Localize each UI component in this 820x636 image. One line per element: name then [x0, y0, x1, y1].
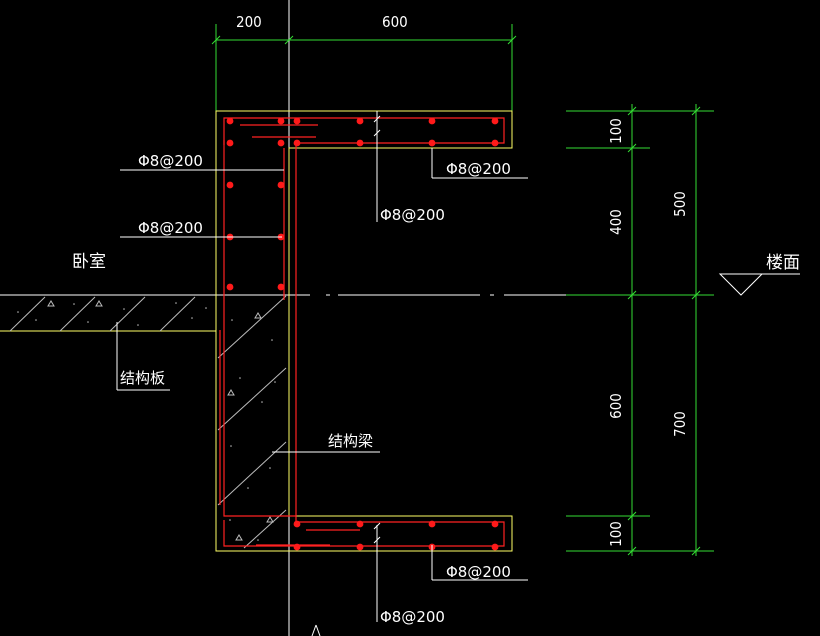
- bedroom-label: 卧室: [72, 252, 106, 272]
- dim-top-left: 200: [236, 13, 262, 31]
- rebar-dots: [226, 117, 499, 551]
- rebar-label-top-right: Φ8@200: [446, 160, 511, 178]
- dim-right-700: 700: [671, 411, 689, 437]
- rebar-label-top-center: Φ8@200: [380, 206, 445, 224]
- structural-slab-label: 结构板: [120, 369, 165, 387]
- beam-hatch: [217, 295, 287, 549]
- dim-right-500: 500: [671, 191, 689, 217]
- beam-outline: [215, 110, 513, 552]
- top-dimension: [211, 24, 517, 112]
- level-marker-icon: [718, 273, 764, 296]
- rebar-stirrup: [219, 117, 505, 547]
- rebar-label-left-upper: Φ8@200: [138, 152, 203, 170]
- structural-beam-label: 结构梁: [328, 432, 373, 450]
- rebar-label-left-middle: Φ8@200: [138, 219, 203, 237]
- dim-right-100-bottom: 100: [607, 521, 625, 547]
- dim-right-400: 400: [607, 209, 625, 235]
- floor-level-label: 楼面: [766, 253, 800, 273]
- dim-right-600: 600: [607, 393, 625, 419]
- beam-hatch-marks: [227, 312, 274, 541]
- leader-ticks: [373, 115, 381, 544]
- leader-lines: [116, 111, 528, 636]
- rebar-label-bottom-center: Φ8@200: [380, 608, 445, 626]
- beam-hatch-dots: [229, 319, 276, 541]
- right-dimension: [566, 104, 714, 556]
- structural-slab: [0, 296, 216, 332]
- rebar-label-bottom-right: Φ8@200: [446, 563, 511, 581]
- dim-right-100-top: 100: [607, 118, 625, 144]
- dim-top-right: 600: [382, 13, 408, 31]
